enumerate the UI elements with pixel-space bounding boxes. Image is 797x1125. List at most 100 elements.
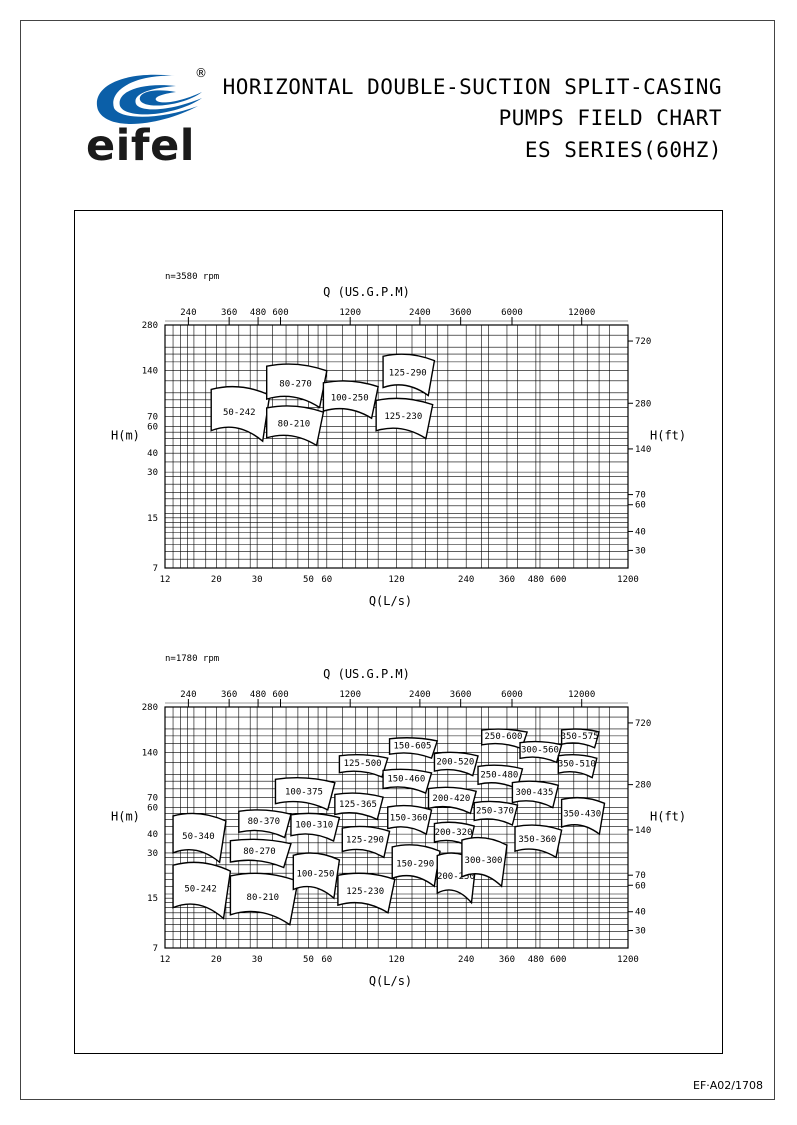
pump-region: [519, 740, 563, 764]
top-tick-label: 12000: [568, 690, 595, 700]
right-tick-label: 720: [635, 337, 651, 347]
pump-region-label: 200-520: [436, 757, 474, 767]
x-tick-label: 50: [303, 955, 314, 965]
pump-region: [382, 353, 436, 397]
y-tick-label: 70: [147, 412, 158, 422]
top-axis-label: Q (US.G.P.M): [323, 667, 410, 681]
y-axis-label-left: H(m): [111, 810, 140, 824]
top-tick-label: 480: [250, 308, 266, 318]
pump-region: [266, 405, 325, 447]
pump-region-label: 80-270: [279, 380, 312, 390]
x-tick-label: 20: [211, 575, 222, 585]
y-tick-label: 70: [147, 794, 158, 804]
pump-region: [433, 751, 479, 777]
pump-region-label: 300-435: [515, 788, 553, 798]
pump-region: [391, 844, 441, 888]
y-tick-label: 140: [142, 748, 158, 758]
pump-region: [322, 380, 379, 420]
pump-region: [210, 385, 271, 443]
x-tick-label: 600: [550, 575, 566, 585]
plot-area: [164, 324, 629, 569]
eifel-logo: [96, 74, 202, 124]
page-title-line3: ES SERIES(60HZ): [524, 138, 722, 162]
y-axis-label-left: H(m): [111, 429, 140, 443]
right-tick-label: 40: [635, 908, 646, 918]
pump-region: [274, 776, 336, 811]
pump-region-label: 125-365: [339, 800, 377, 810]
top-tick-label: 3600: [450, 308, 472, 318]
pump-region: [427, 786, 478, 815]
x-tick-label: 12: [160, 575, 171, 585]
x-tick-label: 600: [550, 955, 566, 965]
pump-region-label: 200-420: [432, 794, 470, 804]
x-tick-label: 120: [388, 575, 404, 585]
right-tick-label: 140: [635, 445, 651, 455]
right-tick-label: 140: [635, 826, 651, 836]
pump-region-label: 250-600: [485, 732, 523, 742]
pump-region-label: 200-250: [437, 872, 475, 882]
pump-region-label: 80-270: [243, 847, 276, 857]
chart-frame: [74, 210, 723, 1054]
top-tick-label: 600: [272, 690, 288, 700]
y-tick-label: 280: [142, 321, 158, 331]
top-tick-label: 240: [180, 308, 196, 318]
pump-region-label: 100-250: [331, 393, 369, 403]
pump-region-label: 100-310: [295, 821, 333, 831]
right-tick-label: 280: [635, 399, 651, 409]
top-tick-label: 2400: [409, 308, 431, 318]
top-tick-label: 1200: [339, 308, 361, 318]
x-tick-label: 360: [499, 575, 515, 585]
logo-wordmark: eifel: [86, 121, 196, 171]
pump-region: [290, 812, 341, 843]
pump-region-label: 150-605: [393, 741, 431, 751]
y-tick-label: 140: [142, 367, 158, 377]
right-tick-label: 280: [635, 781, 651, 791]
top-tick-label: 360: [221, 308, 237, 318]
pump-region: [560, 796, 606, 836]
pump-region: [172, 812, 227, 864]
top-axis-label: Q (US.G.P.M): [323, 285, 410, 299]
pump-region: [341, 825, 391, 859]
pump-region-label: 100-250: [296, 869, 334, 879]
x-tick-label: 12: [160, 955, 171, 965]
x-tick-label: 60: [321, 575, 332, 585]
pump-region-label: 125-290: [389, 369, 427, 379]
x-tick-label: 240: [458, 575, 474, 585]
pump-region: [557, 753, 598, 779]
pump-region-label: 50-242: [223, 408, 256, 418]
pump-region: [514, 824, 563, 859]
y-tick-label: 40: [147, 830, 158, 840]
pump-region-label: 125-500: [344, 759, 382, 769]
x-axis-label: Q(L/s): [369, 974, 412, 988]
top-tick-label: 6000: [501, 690, 523, 700]
right-tick-label: 70: [635, 491, 646, 501]
pump-region: [238, 809, 292, 839]
pump-region-label: 150-460: [387, 775, 425, 785]
y-tick-label: 7: [153, 944, 158, 954]
pump-region-label: 350-360: [518, 835, 556, 845]
x-tick-label: 480: [528, 955, 544, 965]
right-tick-label: 60: [635, 881, 646, 891]
speed-label: n=1780 rpm: [165, 654, 219, 664]
top-tick-label: 1200: [339, 690, 361, 700]
right-tick-label: 40: [635, 527, 646, 537]
pump-region-label: 125-290: [346, 836, 384, 846]
document-code: EF·A02/1708: [693, 1079, 763, 1092]
y-tick-label: 30: [147, 468, 158, 478]
pump-region: [461, 836, 508, 888]
y-tick-label: 60: [147, 804, 158, 814]
y-tick-label: 280: [142, 703, 158, 713]
pump-region: [229, 838, 292, 869]
registered-mark: ®: [195, 66, 207, 80]
pump-region: [338, 753, 389, 778]
pump-region: [337, 872, 396, 914]
pump-region-label: 350-510: [558, 760, 596, 770]
x-tick-label: 120: [388, 955, 404, 965]
pump-region-label: 300-300: [465, 856, 503, 866]
pump-region-label: 150-360: [390, 813, 428, 823]
x-tick-label: 1200: [617, 955, 639, 965]
pump-region-label: 350-575: [561, 732, 599, 742]
pump-region: [266, 363, 328, 409]
x-tick-label: 360: [499, 955, 515, 965]
